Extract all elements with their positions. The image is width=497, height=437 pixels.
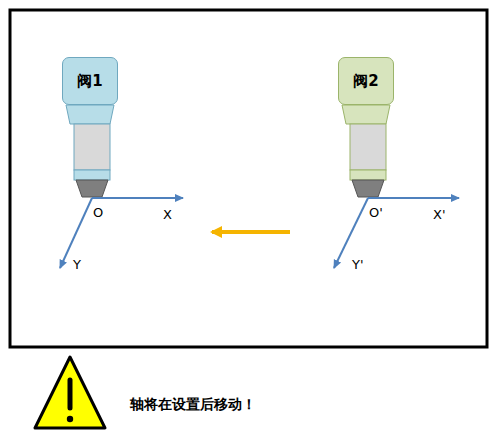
valve-head: 阀2	[338, 57, 394, 105]
valve-body	[66, 105, 114, 197]
valve-label: 阀1	[77, 72, 102, 91]
axis-label: O'	[369, 205, 383, 220]
axes	[60, 198, 459, 268]
warning-note: 轴将在设置后移动！	[130, 396, 256, 414]
valve-body	[342, 105, 390, 197]
valve-head: 阀1	[62, 57, 118, 105]
warning-icon	[35, 357, 105, 428]
frame	[10, 10, 487, 347]
axis-label: Y'	[352, 257, 364, 272]
axis-label: X'	[433, 207, 445, 222]
valve-label: 阀2	[353, 72, 378, 91]
move-arrow	[212, 230, 290, 234]
axis-label: X	[163, 207, 172, 222]
axis-label: Y	[73, 257, 81, 272]
axis-label: O	[93, 205, 103, 220]
